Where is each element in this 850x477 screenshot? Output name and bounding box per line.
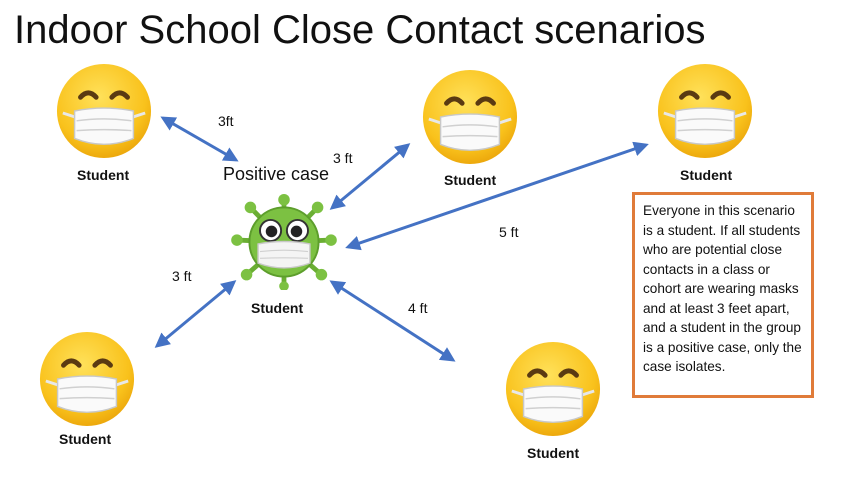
distance-label-bottom-right: 4 ft (408, 300, 428, 316)
page-title: Indoor School Close Contact scenarios (14, 8, 706, 52)
masked-face-icon (504, 340, 602, 438)
student-label-bottom-left: Student (59, 431, 112, 447)
arrow-bottom-left (154, 280, 237, 348)
masked-face-icon (38, 330, 136, 428)
arrow-top-left (160, 116, 239, 162)
scenario-note-box: Everyone in this scenario is a student. … (632, 192, 814, 398)
distance-label-bottom-left: 3 ft (172, 268, 192, 284)
positive-case-label: Positive case (223, 164, 330, 184)
distance-label-top-middle: 3 ft (333, 150, 353, 166)
masked-face-icon (421, 68, 519, 166)
student-label-bottom-right: Student (527, 445, 580, 461)
arrow-top-right (345, 141, 649, 251)
student-label-top-right: Student (680, 167, 733, 183)
student-label-top-left: Student (77, 167, 130, 183)
student-label-positive-case: Student (251, 300, 304, 316)
distance-label-top-right: 5 ft (499, 224, 519, 240)
masked-face-icon (55, 62, 153, 160)
student-label-top-middle: Student (444, 172, 497, 188)
masked-face-icon (656, 62, 754, 160)
masked-virus-icon (231, 194, 337, 290)
distance-label-top-left: 3ft (218, 113, 234, 129)
arrow-bottom-right (329, 280, 456, 362)
